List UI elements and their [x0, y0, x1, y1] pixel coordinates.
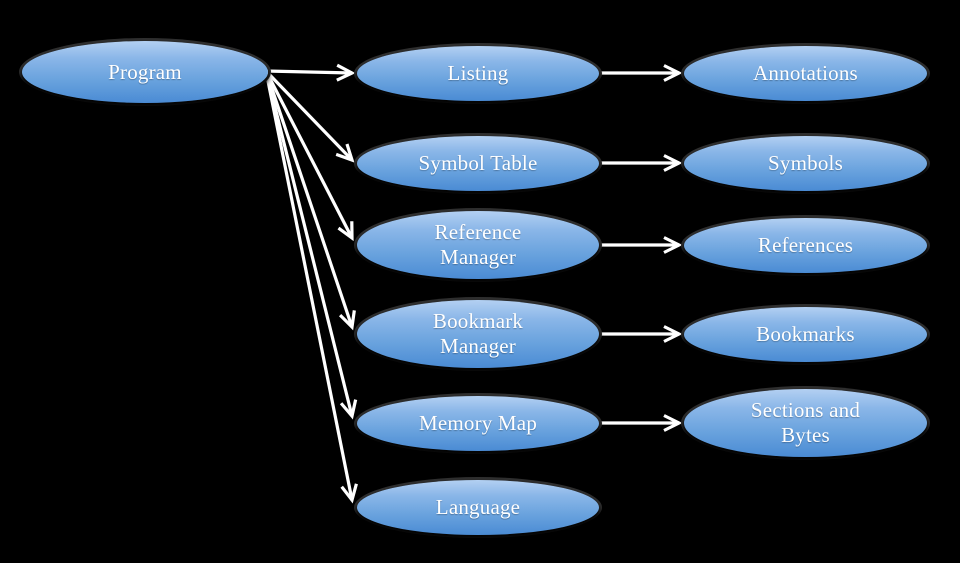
node-label-symbol-table: Symbol Table	[418, 151, 538, 175]
edge-arrowhead	[663, 414, 683, 432]
edge-arrowhead	[663, 236, 683, 254]
node-program[interactable]: Program	[22, 41, 268, 103]
edge-listing-to-annotations	[600, 64, 683, 82]
edge-arrowhead	[335, 143, 355, 163]
node-bookmark-manager[interactable]: Bookmark Manager	[357, 300, 599, 368]
node-label-bookmark-manager: Bookmark Manager	[432, 309, 524, 358]
edge-arrowhead	[337, 221, 354, 242]
node-label-program: Program	[108, 59, 182, 84]
edge-program-to-reference-manager	[264, 70, 354, 242]
node-references[interactable]: References	[684, 218, 927, 273]
edge-line	[264, 70, 354, 417]
edge-arrowhead	[663, 154, 683, 172]
node-label-reference-manager: Reference Manager	[434, 220, 522, 269]
edge-arrowhead	[338, 310, 356, 331]
node-reference-manager[interactable]: Reference Manager	[357, 211, 599, 279]
edge-program-to-listing	[265, 63, 356, 82]
node-label-language: Language	[435, 495, 521, 519]
edge-arrowhead	[340, 483, 358, 504]
edge-line	[264, 70, 354, 239]
edge-symbol-table-to-symbols	[600, 154, 683, 172]
edge-line	[265, 69, 353, 75]
edge-program-to-memory-map	[264, 70, 358, 420]
edge-program-to-language	[264, 70, 358, 504]
node-memory-map[interactable]: Memory Map	[357, 396, 599, 451]
node-label-symbols: Symbols	[768, 151, 843, 175]
node-label-annotations: Annotations	[753, 61, 858, 85]
node-bookmarks[interactable]: Bookmarks	[684, 307, 927, 362]
node-language[interactable]: Language	[357, 480, 599, 535]
node-annotations[interactable]: Annotations	[684, 46, 927, 101]
edge-line	[264, 70, 354, 328]
node-label-listing: Listing	[447, 61, 509, 85]
edge-arrowhead	[339, 399, 358, 420]
edge-arrowhead	[336, 63, 356, 82]
node-label-references: References	[757, 233, 854, 257]
edge-line	[264, 69, 354, 162]
node-label-bookmarks: Bookmarks	[756, 322, 855, 346]
edge-reference-manager-to-references	[600, 236, 683, 254]
node-sections-and-bytes[interactable]: Sections and Bytes	[684, 389, 927, 457]
edge-arrowhead	[663, 325, 683, 343]
node-symbol-table[interactable]: Symbol Table	[357, 136, 599, 191]
edge-memory-map-to-sections-and-bytes	[600, 414, 683, 432]
node-label-sections-and-bytes: Sections and Bytes	[750, 398, 861, 447]
node-label-memory-map: Memory Map	[418, 411, 538, 435]
edge-program-to-bookmark-manager	[264, 70, 356, 331]
node-listing[interactable]: Listing	[357, 46, 599, 101]
edge-bookmark-manager-to-bookmarks	[600, 325, 683, 343]
edge-program-to-symbol-table	[264, 69, 355, 163]
edge-arrowhead	[663, 64, 683, 82]
edge-line	[264, 70, 354, 501]
node-symbols[interactable]: Symbols	[684, 136, 927, 191]
